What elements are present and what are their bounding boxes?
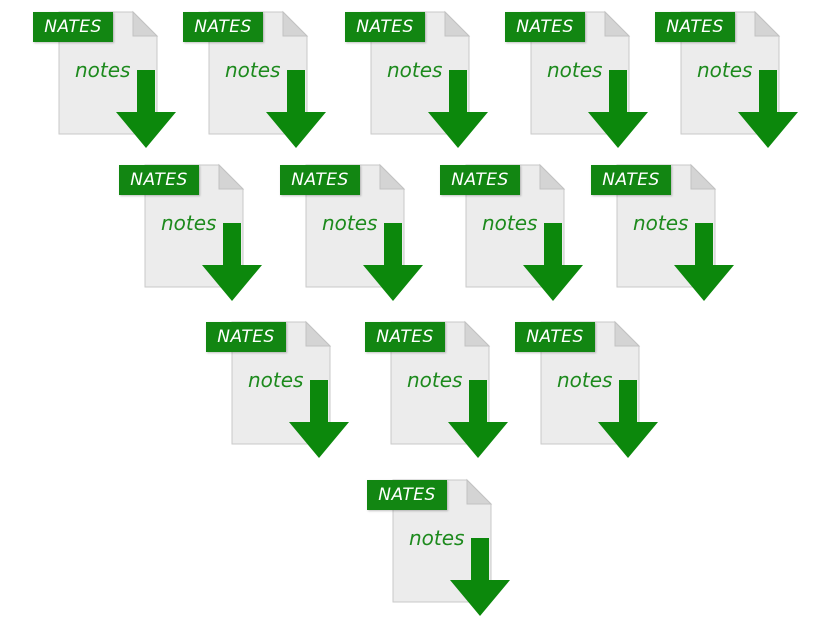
file-tag-label: NATES — [591, 165, 671, 195]
file-tag-label: NATES — [515, 322, 595, 352]
download-arrow-icon — [116, 70, 176, 148]
download-arrow-icon — [450, 538, 510, 616]
download-arrow-icon — [598, 380, 658, 458]
file-tag-label: NATES — [280, 165, 360, 195]
file-caption: notes — [633, 211, 689, 235]
download-arrow-icon — [738, 70, 798, 148]
download-notes-file-icon[interactable]: NATES notes — [206, 310, 356, 458]
download-notes-file-icon[interactable]: NATES notes — [345, 0, 495, 148]
download-arrow-icon — [428, 70, 488, 148]
file-tag-label: NATES — [183, 12, 263, 42]
document-page-icon — [58, 10, 176, 148]
file-tag-label: NATES — [365, 322, 445, 352]
download-notes-file-icon[interactable]: NATES notes — [515, 310, 665, 458]
file-tag-label: NATES — [367, 480, 447, 510]
file-caption: notes — [407, 368, 463, 392]
file-caption: notes — [161, 211, 217, 235]
download-notes-file-icon[interactable]: NATES notes — [505, 0, 655, 148]
file-caption: notes — [387, 58, 443, 82]
file-tag-label: NATES — [119, 165, 199, 195]
download-arrow-icon — [523, 223, 583, 301]
file-caption: notes — [75, 58, 131, 82]
download-notes-file-icon[interactable]: NATES notes — [280, 153, 430, 301]
file-caption: notes — [322, 211, 378, 235]
document-page-icon — [465, 163, 583, 301]
file-tag-label: NATES — [33, 12, 113, 42]
file-caption: notes — [248, 368, 304, 392]
document-page-icon — [370, 10, 488, 148]
file-tag-label: NATES — [505, 12, 585, 42]
document-page-icon — [208, 10, 326, 148]
download-notes-file-icon[interactable]: NATES notes — [119, 153, 269, 301]
download-arrow-icon — [289, 380, 349, 458]
download-notes-file-icon[interactable]: NATES notes — [655, 0, 805, 148]
file-caption: notes — [409, 526, 465, 550]
file-caption: notes — [225, 58, 281, 82]
document-page-icon — [540, 320, 658, 458]
document-page-icon — [144, 163, 262, 301]
download-notes-file-icon[interactable]: NATES notes — [183, 0, 333, 148]
file-caption: notes — [547, 58, 603, 82]
document-page-icon — [530, 10, 648, 148]
download-notes-file-icon[interactable]: NATES notes — [365, 310, 515, 458]
download-arrow-icon — [674, 223, 734, 301]
file-caption: notes — [557, 368, 613, 392]
file-tag-label: NATES — [440, 165, 520, 195]
download-arrow-icon — [588, 70, 648, 148]
document-page-icon — [392, 478, 510, 616]
file-tag-label: NATES — [206, 322, 286, 352]
file-tag-label: NATES — [655, 12, 735, 42]
download-arrow-icon — [448, 380, 508, 458]
file-caption: notes — [482, 211, 538, 235]
file-tag-label: NATES — [345, 12, 425, 42]
document-page-icon — [390, 320, 508, 458]
download-arrow-icon — [363, 223, 423, 301]
file-caption: notes — [697, 58, 753, 82]
document-page-icon — [305, 163, 423, 301]
document-page-icon — [616, 163, 734, 301]
download-notes-file-icon[interactable]: NATES notes — [591, 153, 741, 301]
document-page-icon — [680, 10, 798, 148]
download-notes-file-icon[interactable]: NATES notes — [367, 468, 517, 616]
download-notes-file-icon[interactable]: NATES notes — [440, 153, 590, 301]
download-arrow-icon — [202, 223, 262, 301]
document-page-icon — [231, 320, 349, 458]
download-arrow-icon — [266, 70, 326, 148]
download-notes-file-icon[interactable]: NATES notes — [33, 0, 183, 148]
